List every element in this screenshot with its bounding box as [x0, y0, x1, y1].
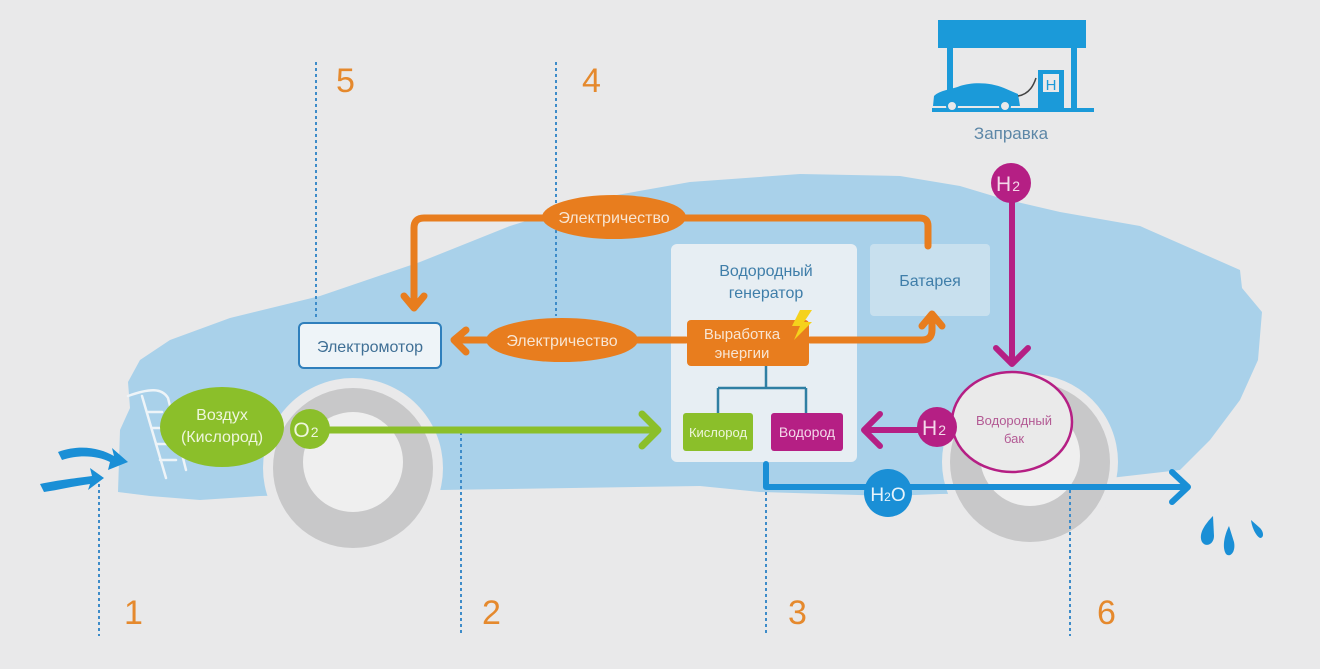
generator-title-line1: Водородный [719, 263, 813, 280]
power-label-line1: Выработка [704, 326, 781, 343]
power-label-line2: энергии [715, 345, 770, 362]
water-flow-line [763, 461, 1191, 505]
generator-connector [716, 366, 808, 416]
front-wheel [263, 378, 443, 558]
battery-label: Батарея [899, 273, 961, 290]
battery-panel [870, 244, 990, 316]
lightning-icon [792, 310, 812, 340]
electricity-label-mid: Электричество [506, 333, 617, 350]
pump-letter: H [1046, 77, 1057, 94]
power-generation-box [687, 320, 809, 366]
h2-label-side: H2 [922, 417, 946, 440]
hydrogen-box [771, 413, 843, 451]
electricity-label-top: Электричество [558, 210, 669, 227]
hydrogen-label: Водород [779, 424, 835, 440]
air-label-line1: Воздух [196, 407, 248, 424]
air-bubble [160, 387, 284, 467]
station-label: Заправка [974, 124, 1049, 143]
oxygen-box [683, 413, 753, 451]
h2o-label: H2O [870, 485, 905, 506]
motor-box [298, 322, 442, 369]
air-intake-icon [40, 447, 128, 492]
label-number-2: 2 [482, 594, 501, 632]
label-number-6: 6 [1097, 594, 1116, 632]
air-label-line2: (Кислород) [181, 429, 263, 446]
water-drops-icon [1200, 516, 1263, 556]
car-grille [126, 389, 188, 480]
tank-label-line2: бак [1004, 431, 1024, 446]
generator-title-line2: генератор [729, 285, 804, 302]
oxygen-label: Кислород [689, 425, 747, 440]
o2-badge [290, 409, 330, 449]
label-number-5: 5 [336, 62, 355, 100]
label-number-4: 4 [582, 62, 601, 100]
label-number-3: 3 [788, 594, 807, 632]
electricity-bubble-mid [486, 318, 638, 362]
h2-badge-top [991, 163, 1031, 203]
o2-label: O2 [293, 419, 318, 442]
tank-label-line1: Водородный [976, 413, 1052, 428]
motor-label: Электромотор [317, 339, 423, 356]
h2-badge-side [917, 407, 957, 447]
h2-label-top: H2 [996, 173, 1020, 196]
oxygen-flow-line [316, 410, 662, 450]
marker-lines [98, 62, 1071, 636]
electricity-bubble-top [542, 195, 686, 239]
label-number-1: 1 [124, 594, 143, 632]
h2o-badge [864, 469, 912, 517]
hydrogen-station-icon [932, 20, 1094, 112]
hydrogen-flow-lines [861, 197, 1031, 449]
